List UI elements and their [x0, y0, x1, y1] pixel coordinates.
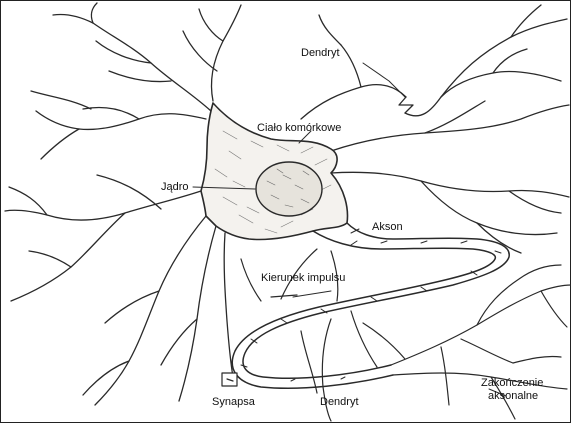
- dendrites-right: [331, 101, 569, 253]
- label-axon-terminal-line1: Zakończenie: [481, 377, 543, 389]
- label-dendrite-bottom: Dendryt: [320, 396, 359, 408]
- nucleus-shape: [256, 162, 322, 216]
- label-axon: Akson: [372, 221, 403, 233]
- label-axon-terminal-line2: aksonalne: [488, 390, 538, 402]
- axon-path: [232, 223, 509, 388]
- synapse-region: [222, 373, 237, 386]
- dendrites-top-right: [301, 5, 567, 119]
- label-dendrite-top: Dendryt: [301, 47, 340, 59]
- label-nucleus: Jądro: [161, 181, 189, 193]
- dendrites-lower-left: [5, 175, 233, 405]
- label-cell-body: Ciało komórkowe: [257, 122, 341, 134]
- label-synapse: Synapsa: [212, 396, 255, 408]
- label-impulse-direction: Kierunek impulsu: [261, 272, 345, 284]
